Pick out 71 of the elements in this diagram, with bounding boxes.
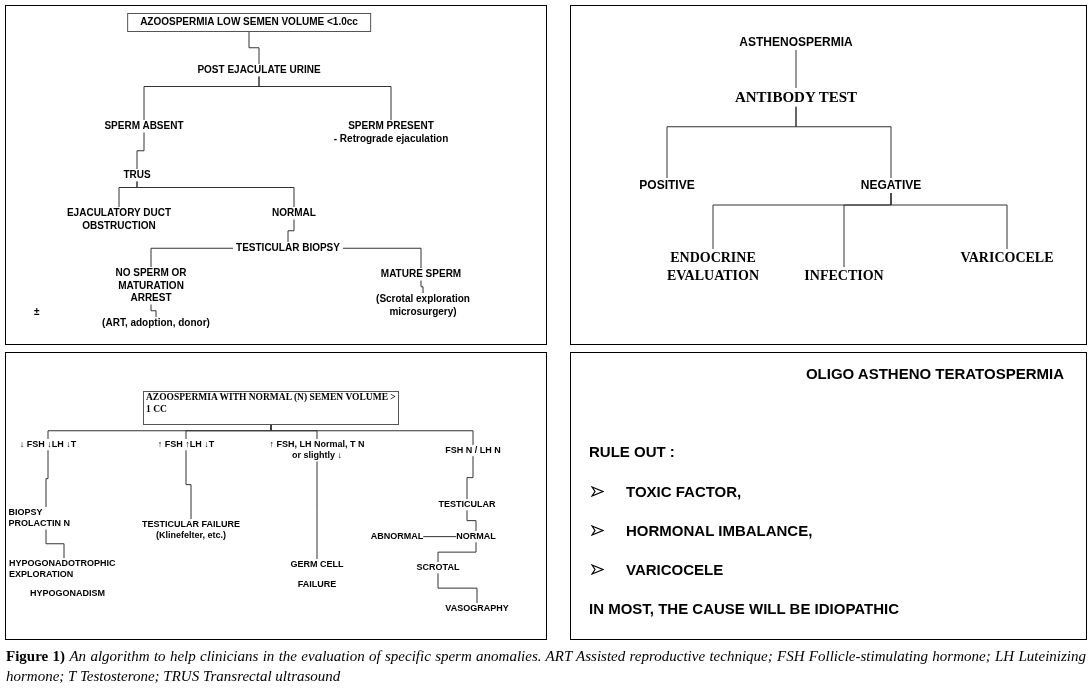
connector-line xyxy=(248,31,260,65)
node-label: TESTICULAR xyxy=(438,499,496,511)
connector-line xyxy=(287,219,295,243)
node-label: (ART, adoption, donor) xyxy=(102,317,210,330)
node-label: MATURE SPERM xyxy=(380,268,462,281)
node-note: (Klinefelter, etc.) xyxy=(155,530,227,542)
connector-line xyxy=(342,247,422,269)
node-label: TESTICULAR BIOPSY xyxy=(236,242,340,255)
panel-text: HORMONAL IMBALANCE, xyxy=(626,521,813,541)
connector-line xyxy=(150,247,234,268)
title-box: AZOOSPERMIA LOW SEMEN VOLUME <1.0cc xyxy=(127,13,371,32)
connector-line xyxy=(136,181,295,208)
node-label: ANTIBODY TEST xyxy=(734,88,858,107)
node-label: POST EJACULATE URINE xyxy=(197,64,321,77)
panel-text: TOXIC FACTOR, xyxy=(626,482,742,502)
node-label: ↓ FSH ↓LH ↓T xyxy=(19,439,77,451)
node-label: SPERM ABSENT xyxy=(104,120,184,133)
title-box: AZOOSPERMIA WITH NORMAL (N) SEMEN VOLUME > 1 CC xyxy=(143,391,399,425)
note-text: HYPOGONADISM xyxy=(30,587,105,600)
figure-caption: Figure 1) An algorithm to help clinicians in the evaluation of specific sperm anomalies. ART Assisted reproductive technique; FSH Follicle-stimulating hormone; LH Luteinizing hormone; T Testosterone; TRUS Transrectal ultrasound xyxy=(6,647,1086,686)
panel-frame xyxy=(5,352,547,640)
node-label: TESTICULAR FAILURE xyxy=(142,519,240,531)
node-label: (Scrotal exploration microsurgery) xyxy=(368,293,478,318)
node-label: ASTHENOSPERMIA xyxy=(739,35,853,50)
note-text: ± xyxy=(34,305,40,319)
node-label: ↑ FSH ↑LH ↓T xyxy=(157,439,215,451)
connector-line xyxy=(45,449,49,508)
node-label: VASOGRAPHY xyxy=(445,603,509,615)
connector-line xyxy=(185,449,192,520)
node-label: POSITIVE xyxy=(639,178,695,193)
panel-text: RULE OUT : xyxy=(589,442,675,462)
node-label: INFECTION xyxy=(804,267,884,285)
node-label: BIOPSY PROLACTIN N xyxy=(8,507,84,530)
node-label: VARICOCELE xyxy=(960,249,1054,267)
connector-line xyxy=(466,509,477,532)
node-label: NEGATIVE xyxy=(860,178,922,193)
connector-line xyxy=(45,529,65,559)
connector-line xyxy=(136,132,145,170)
connector-line xyxy=(150,304,157,318)
connector-line xyxy=(422,536,457,538)
connector-line xyxy=(437,572,478,604)
node-note: - Retrograde ejaculation xyxy=(333,132,449,145)
node-label: SCROTAL xyxy=(416,562,460,574)
connector-line xyxy=(437,541,477,563)
connector-line xyxy=(420,280,424,294)
node-label: HYPOGONADOTROPHIC EXPLORATION xyxy=(9,558,119,581)
node-label: EJACULATORY DUCT OBSTRUCTION xyxy=(56,207,182,232)
node-label: ABNORMAL xyxy=(370,531,424,543)
panel-text: IN MOST, THE CAUSE WILL BE IDIOPATHIC xyxy=(589,599,899,619)
panel-text: VARICOCELE xyxy=(626,560,724,580)
node-label: SPERM PRESENT xyxy=(347,120,435,133)
node-note: FAILURE xyxy=(297,579,337,591)
panel-frame xyxy=(570,5,1087,345)
node-label: ENDOCRINE EVALUATION xyxy=(653,249,773,284)
connector-line xyxy=(258,76,392,121)
connector-line xyxy=(270,424,474,446)
panel-heading: OLIGO ASTHENO TERATOSPERMIA xyxy=(805,364,1064,384)
connector-line xyxy=(316,461,318,560)
panel-frame xyxy=(5,5,547,345)
node-label: TRUS xyxy=(123,169,151,182)
node-label: GERM CELL xyxy=(290,559,344,571)
node-label: NO SPERM OR MATURATION ARREST xyxy=(103,267,199,305)
connector-line xyxy=(466,455,474,500)
connector-line xyxy=(890,192,1008,250)
node-label: NORMAL xyxy=(456,531,496,543)
node-label: NORMAL xyxy=(272,207,316,220)
connector-line xyxy=(795,106,892,179)
panel-frame xyxy=(570,352,1087,640)
node-label: FSH N / LH N xyxy=(445,445,501,457)
connector-line xyxy=(795,49,797,89)
node-label: ↑ FSH, LH Normal, T N or slightly ↓ xyxy=(264,439,370,462)
